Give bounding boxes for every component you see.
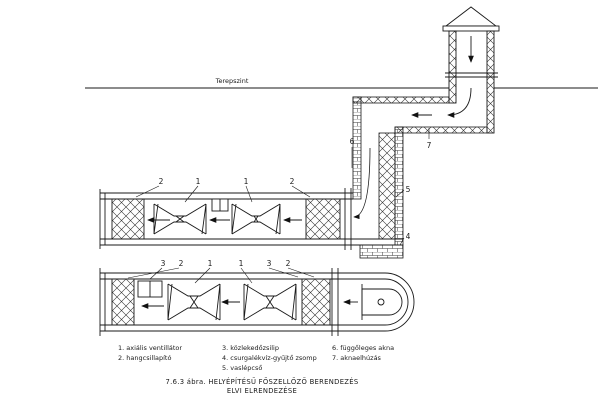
silencer-block [111, 198, 145, 240]
chimney-wall-right [486, 30, 495, 134]
callout-sump: 4 [406, 232, 411, 241]
lower-tunnel [99, 268, 415, 336]
airflow-tower-arrow [353, 147, 371, 220]
callout-lower-4: 3 [267, 259, 272, 268]
duct-wall-bottom [394, 126, 488, 134]
sump-box [359, 244, 404, 259]
legend-item-6: 6. függőleges akna [332, 343, 394, 352]
round-end-outer [384, 272, 415, 332]
callout-leaders [127, 128, 430, 284]
legend-item-3: 3. közlekedőzsilip [222, 343, 279, 352]
callout-lower-1: 2 [179, 259, 184, 268]
chimney [411, 6, 500, 134]
round-end-inner [384, 278, 409, 326]
fan-hub-icon [377, 298, 385, 306]
duct-wall-top [352, 96, 450, 104]
fan-unit [153, 203, 207, 235]
chimney-cap-icon [444, 6, 498, 27]
ground-label: Terepszint [215, 77, 249, 85]
fan-unit [231, 203, 281, 235]
fan-bullet [361, 288, 403, 316]
callout-lower-0: 3 [161, 259, 166, 268]
callout-upper-0: 2 [159, 177, 164, 186]
chimney-wall-left [448, 30, 457, 104]
silencer-block [111, 278, 135, 326]
callout-surface-duct: 7 [427, 141, 432, 150]
callout-ladder: 5 [406, 185, 411, 194]
tower-wall-left [352, 96, 362, 200]
silencer-block [301, 278, 331, 326]
figure-caption: 7.6.3 ábra. HELYÉPÍTÉSŰ FŐSZELLŐZŐ BEREN… [166, 377, 359, 395]
callout-upper-1: 1 [196, 177, 201, 186]
callout-lower-3: 1 [239, 259, 244, 268]
legend-item-2: 2. hangcsillapító [118, 354, 171, 362]
callout-vertical-shaft: 6 [350, 137, 355, 146]
legend-item-1: 1. axiális ventillátor [118, 344, 182, 352]
caption-line-1: 7.6.3 ábra. HELYÉPÍTÉSŰ FŐSZELLŐZŐ BEREN… [166, 377, 359, 386]
silencer-block [305, 198, 341, 240]
fan-unit [167, 283, 221, 321]
callout-upper-2: 1 [244, 177, 249, 186]
legend: 1. axiális ventillátor 2. hangcsillapító… [118, 343, 394, 372]
callout-lower-2: 1 [208, 259, 213, 268]
legend-item-5: 5. vaslépcső [222, 363, 262, 372]
callout-lower-5: 2 [286, 259, 291, 268]
legend-item-7: 7. aknaelhúzás [332, 354, 382, 362]
airflow-elbow-arrow [447, 87, 472, 118]
legend-item-4: 4. csurgalékvíz-gyűjtő zsomp [222, 353, 317, 362]
masonry-tower [352, 96, 404, 259]
upper-tunnel [99, 188, 403, 250]
fan-unit [243, 283, 297, 321]
ladder-shaft [378, 132, 396, 240]
callout-upper-3: 2 [290, 177, 295, 186]
caption-line-2: ELVI ELRENDEZÉSE [227, 386, 297, 395]
chimney-cap-base [442, 25, 500, 32]
tower-wall-right [394, 126, 404, 246]
